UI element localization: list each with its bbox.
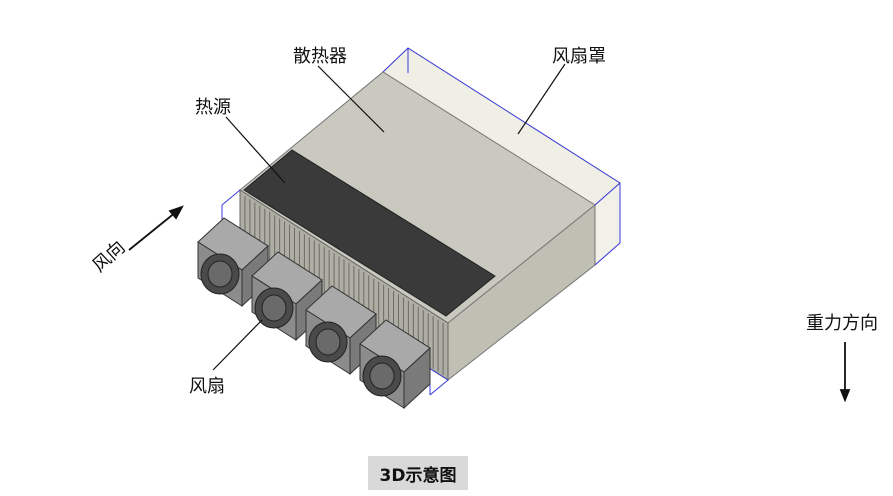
fan-array bbox=[197, 217, 431, 410]
label-heat-sink: 散热器 bbox=[293, 46, 347, 67]
label-heat-source: 热源 bbox=[195, 97, 231, 118]
fan-unit bbox=[305, 285, 377, 376]
fan-unit bbox=[251, 251, 323, 342]
gravity-arrow-icon bbox=[839, 342, 851, 403]
label-fan-shroud: 风扇罩 bbox=[552, 46, 606, 67]
heat-source-plate bbox=[243, 149, 496, 317]
caption-badge: 3D示意图 bbox=[368, 456, 468, 490]
wind-arrow-icon bbox=[128, 205, 184, 251]
fan-unit bbox=[359, 319, 431, 410]
label-gravity-direction: 重力方向 bbox=[806, 313, 878, 334]
label-fan: 风扇 bbox=[189, 376, 225, 397]
leader-lines bbox=[212, 63, 566, 371]
